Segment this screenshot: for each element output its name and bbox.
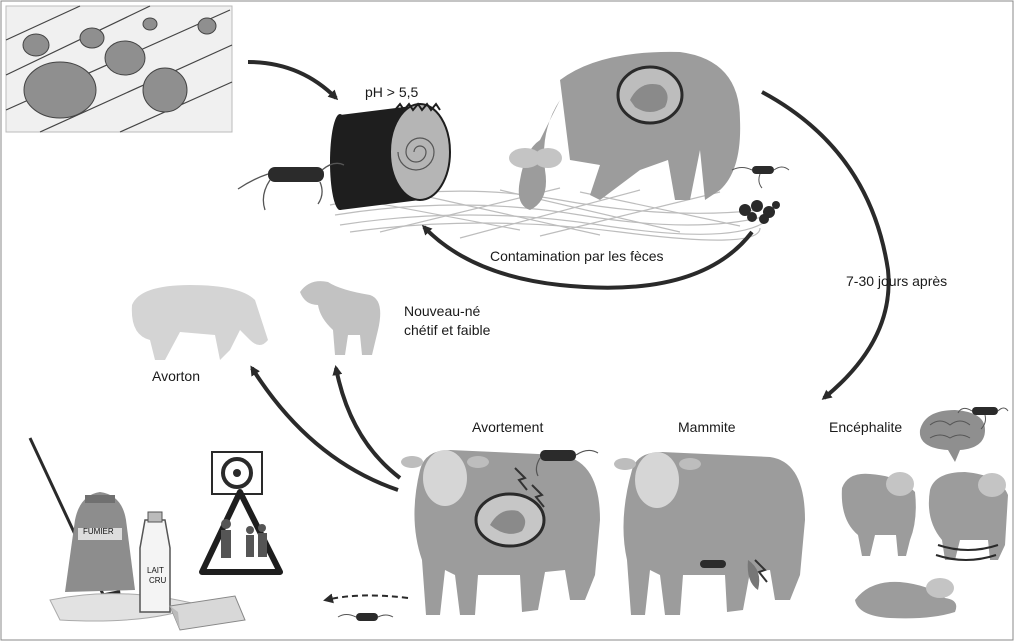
- milk-label-cru: CRU: [149, 576, 166, 586]
- newborn-label-line2: chétif et faible: [404, 321, 490, 339]
- delay-label: 7-30 jours après: [846, 272, 947, 290]
- avortement-label: Avortement: [472, 418, 543, 436]
- milk-label-lait: LAIT: [147, 566, 164, 576]
- avorton-label: Avorton: [152, 367, 200, 385]
- silage-bale-icon: [330, 104, 450, 210]
- newborn-label-line1: Nouveau-né: [404, 302, 480, 320]
- mammite-label: Mammite: [678, 418, 736, 436]
- silage-field: [6, 6, 232, 132]
- ph-label: pH > 5,5: [365, 83, 418, 101]
- fumier-bag-label: FUMIER: [83, 527, 114, 537]
- encephalite-label: Encéphalite: [829, 418, 902, 436]
- contamination-label: Contamination par les fèces: [490, 247, 664, 265]
